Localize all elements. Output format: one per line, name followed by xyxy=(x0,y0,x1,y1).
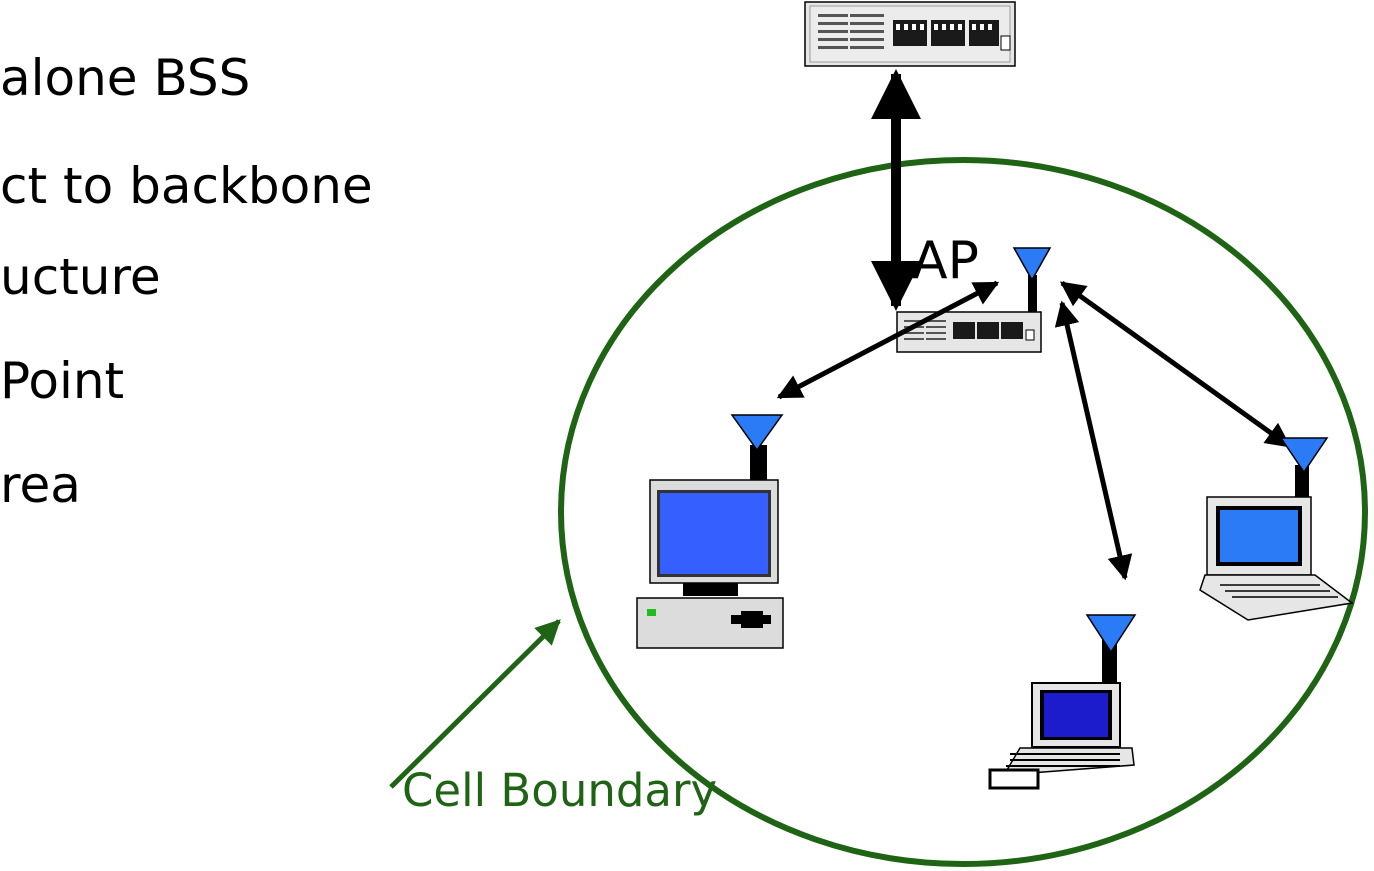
wireless-link-laptop-right-arrow xyxy=(1059,280,1292,449)
laptop-icon xyxy=(1199,437,1354,621)
bullet-standalone-bss: alone BSS xyxy=(0,49,251,107)
network-switch-icon xyxy=(804,1,1016,67)
antenna-icon xyxy=(1012,247,1052,312)
cell-boundary-label: Cell Boundary xyxy=(402,764,717,817)
wireless-link-desktop-arrow xyxy=(776,280,1000,400)
cell-boundary-ellipse xyxy=(558,157,1368,867)
bullet-connect-backbone: ct to backbone xyxy=(0,157,373,215)
access-point-icon xyxy=(896,311,1042,353)
cell-boundary-pointer-arrow xyxy=(389,619,561,789)
ap-label: AP xyxy=(912,231,979,291)
wireless-link-laptop-bottom-arrow xyxy=(1054,300,1133,581)
bullet-infrastructure: ucture xyxy=(0,248,161,306)
bullet-access-point: Point xyxy=(0,352,125,410)
bullet-area: rea xyxy=(0,456,81,514)
desktop-computer-icon xyxy=(636,414,784,649)
laptop-icon xyxy=(988,614,1137,790)
